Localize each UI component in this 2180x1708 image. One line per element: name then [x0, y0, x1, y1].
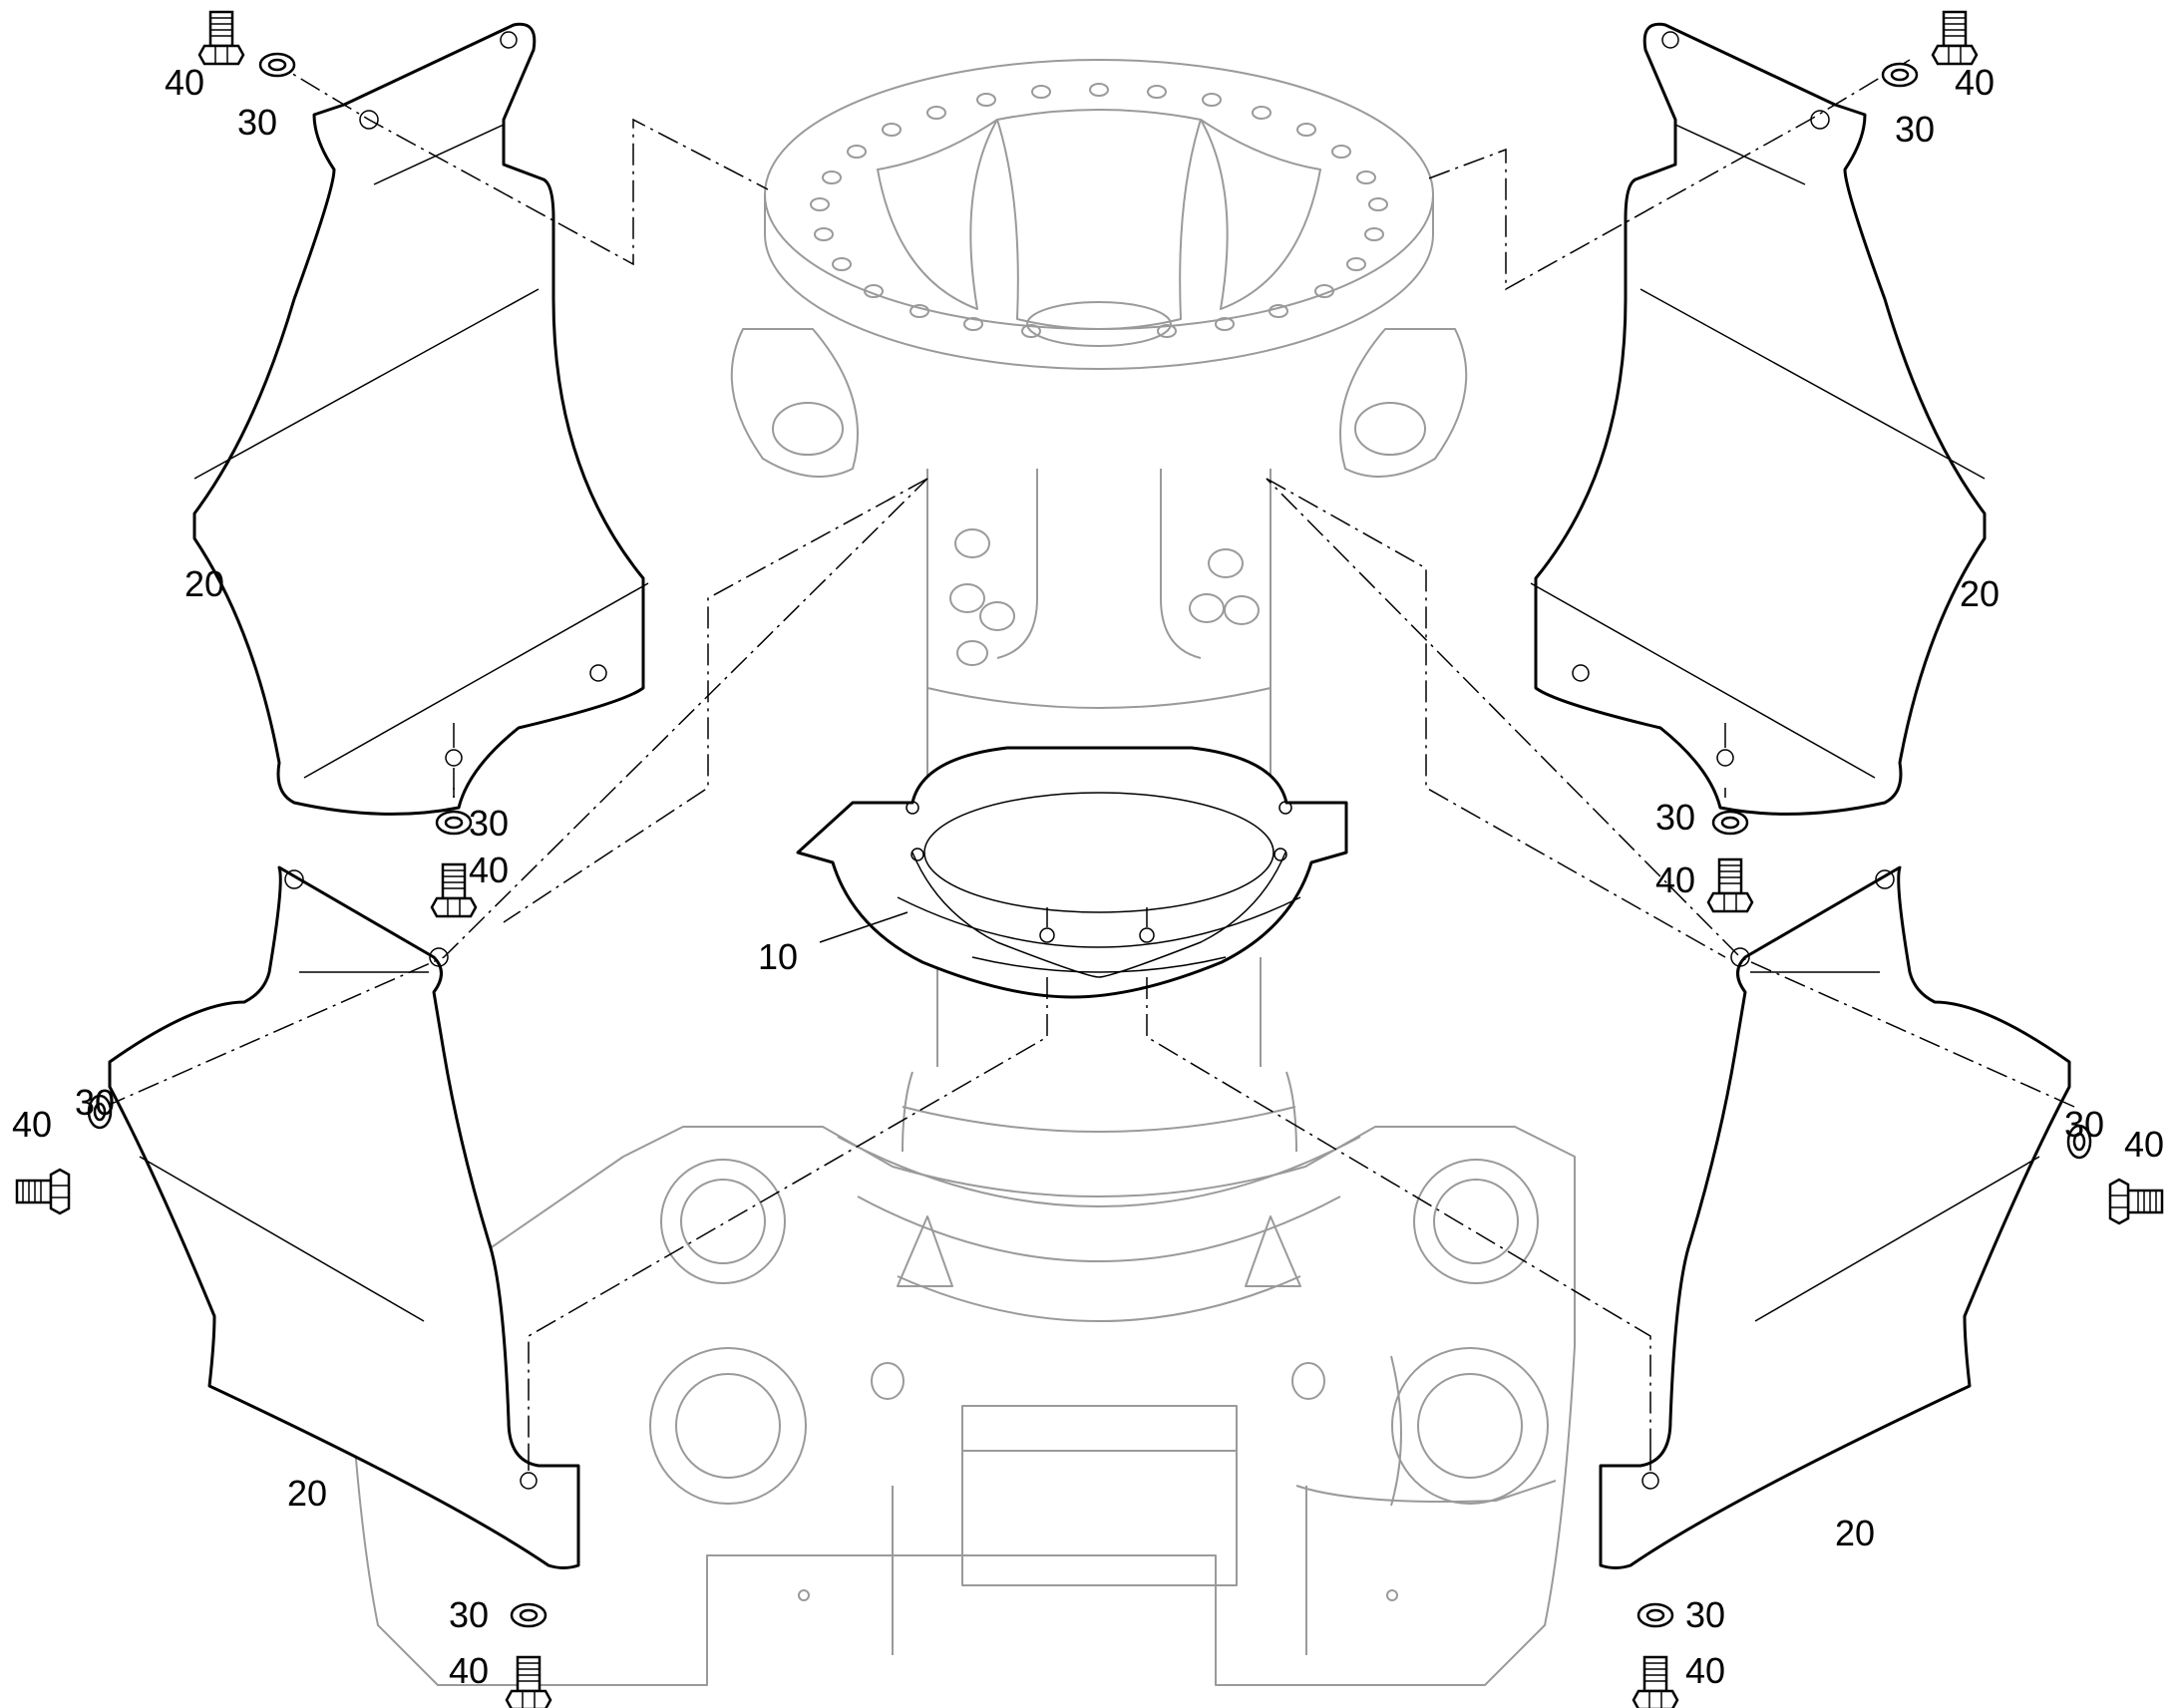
axle-housing-ghost [347, 59, 1576, 1686]
callout-40-tl-a: 40 [165, 62, 204, 103]
callout-20-bottom-left: 20 [287, 1473, 327, 1514]
mudguard-top-left [192, 22, 649, 816]
callout-40-bl-a: 40 [12, 1104, 52, 1145]
callout-30-tl-b: 30 [469, 803, 509, 844]
callout-20-top-right: 20 [1960, 573, 1999, 614]
callout-30-tr-a: 30 [1895, 109, 1935, 150]
callout-40-tl-b: 40 [469, 850, 509, 890]
callout-30-br-b: 30 [1685, 1594, 1725, 1635]
mudguard-top-right [1530, 22, 1987, 816]
callout-10: 10 [758, 936, 798, 977]
callout-40-br-b: 40 [1685, 1650, 1725, 1691]
hub-clamp-ring [796, 746, 1348, 999]
callout-30-bl-b: 30 [449, 1594, 489, 1635]
callout-40-tr-a: 40 [1955, 62, 1995, 103]
callout-30-bl-a: 30 [75, 1082, 115, 1123]
callout-30-br-a: 30 [2064, 1104, 2104, 1145]
mudguard-bottom-right [1599, 865, 2071, 1569]
leader-line-10 [819, 911, 908, 943]
callout-20-top-left: 20 [184, 563, 224, 604]
callout-40-br-a: 40 [2124, 1124, 2164, 1165]
assembly-center-lines [104, 59, 2075, 1446]
callout-40-bl-b: 40 [449, 1650, 489, 1691]
washer-icon [258, 52, 296, 78]
callout-30-tr-b: 30 [1655, 797, 1695, 838]
mudguard-bottom-left [108, 865, 580, 1569]
callout-20-bottom-right: 20 [1835, 1513, 1875, 1553]
callout-30-tl-a: 30 [237, 102, 277, 143]
callout-40-tr-b: 40 [1655, 859, 1695, 900]
